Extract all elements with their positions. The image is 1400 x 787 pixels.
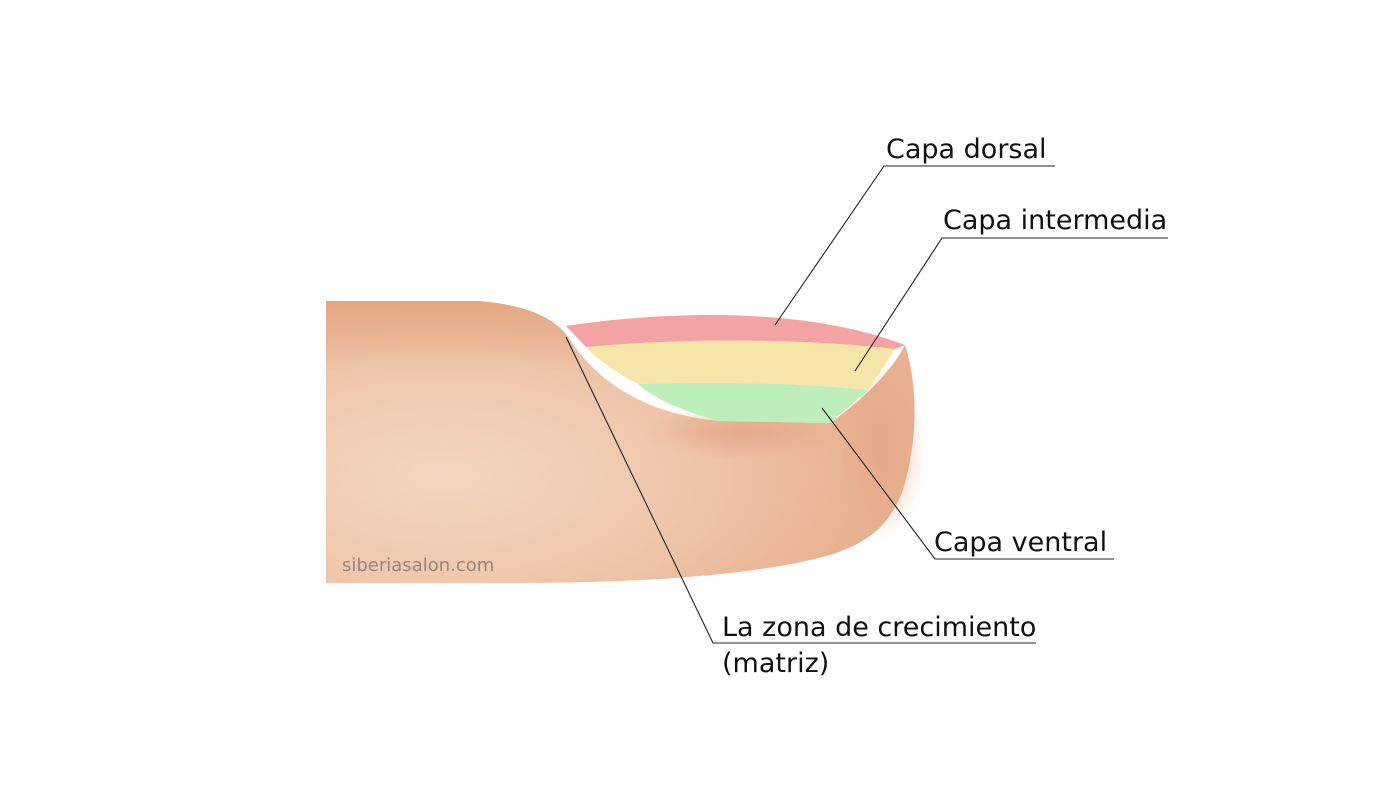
dorsal-layer: [566, 314, 905, 349]
intermediate-layer: [586, 340, 895, 390]
dorsal-label: Capa dorsal: [886, 134, 1047, 165]
dorsal-leader-line: [774, 165, 1055, 326]
fingertip-shadow: [835, 360, 925, 540]
finger-top-shadow: [326, 301, 580, 372]
matrix-label-line2: (matriz): [722, 648, 829, 679]
ventral-leader-line: [821, 407, 1114, 560]
matrix-leader-line: [565, 336, 1036, 644]
intermediate-leader-line: [854, 237, 1168, 372]
matrix-label-line1: La zona de crecimiento: [722, 612, 1036, 643]
watermark: siberiasalon.com: [342, 555, 494, 576]
ventral-label: Capa ventral: [934, 527, 1107, 558]
ventral-layer: [638, 382, 868, 423]
intermediate-label: Capa intermedia: [943, 205, 1167, 236]
